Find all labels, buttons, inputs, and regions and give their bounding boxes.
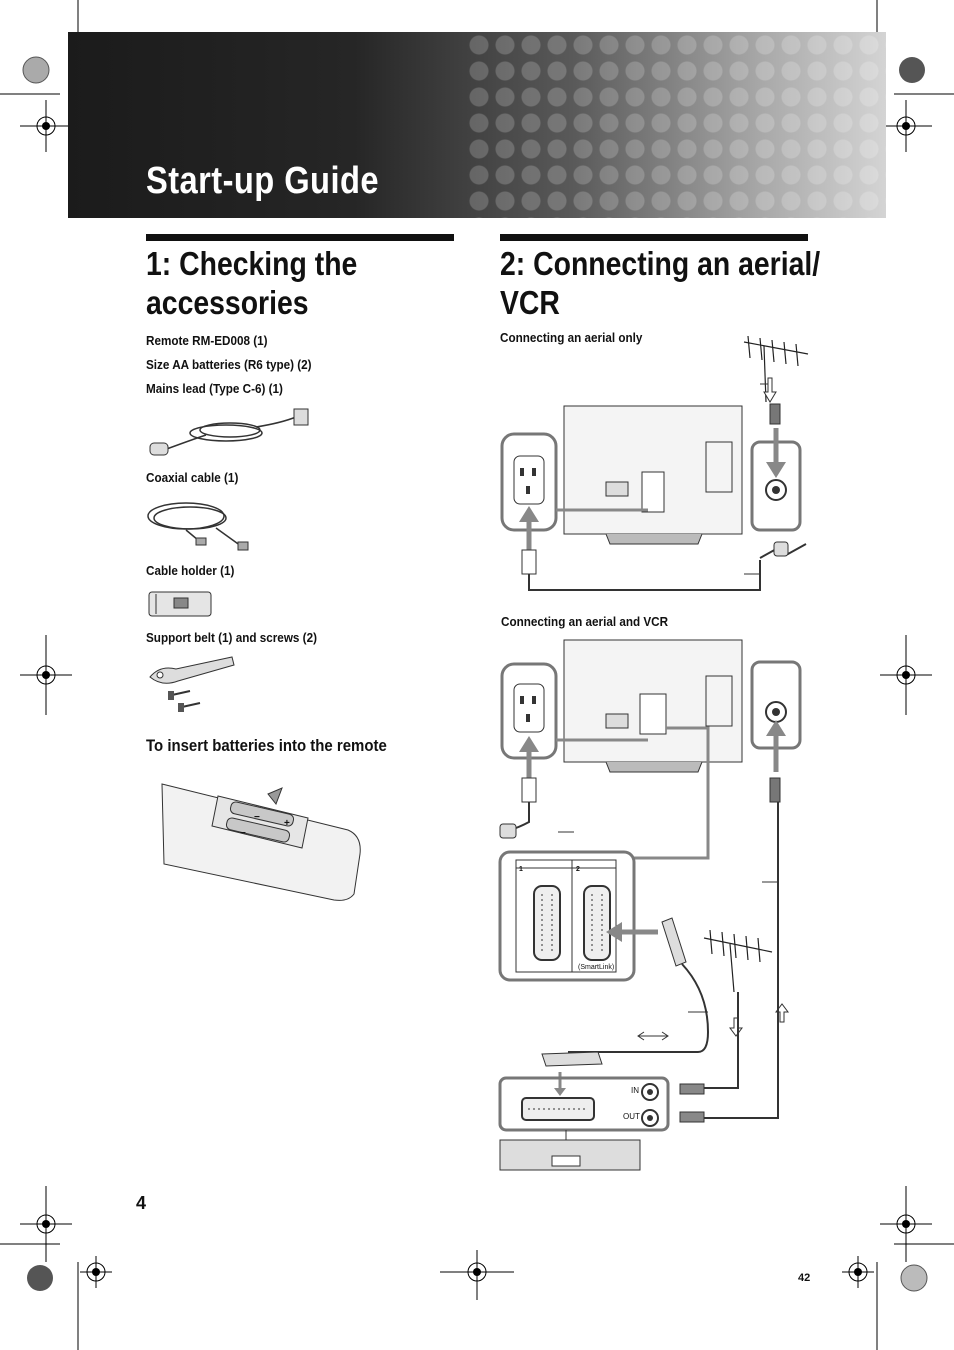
section2-title-line2: VCR xyxy=(500,284,560,321)
support-belt-illustration xyxy=(149,656,235,712)
cable-holder-illustration xyxy=(148,591,212,617)
accessory-cable-holder: Cable holder (1) xyxy=(146,563,235,578)
aerial-only-diagram xyxy=(500,335,809,591)
scart-panel xyxy=(498,850,636,982)
batteries-heading: To insert batteries into the remote xyxy=(146,736,387,755)
aerial-vcr-diagram xyxy=(498,639,802,1171)
coaxial-cable-illustration xyxy=(147,502,249,551)
accessory-batteries: Size AA batteries (R6 type) (2) xyxy=(146,357,312,372)
accessory-mains-lead: Mains lead (Type C-6) (1) xyxy=(146,381,283,396)
vcr-out-label: OUT xyxy=(623,1112,640,1121)
tv-rear-panel xyxy=(563,639,743,773)
header-banner xyxy=(68,32,886,218)
accessory-coaxial-cable: Coaxial cable (1) xyxy=(146,470,239,485)
caption-aerial-vcr: Connecting an aerial and VCR xyxy=(501,614,669,629)
tv-rear-panel xyxy=(563,405,743,545)
scart-label-2: 2 xyxy=(576,866,580,873)
banner-dot-pattern xyxy=(466,32,886,218)
aerial-icon xyxy=(743,335,809,403)
section1-title-line1: 1: Checking the xyxy=(146,245,358,282)
folio-number: 42 xyxy=(798,1272,811,1284)
page-number: 4 xyxy=(136,1193,147,1213)
accessory-support-belt: Support belt (1) and screws (2) xyxy=(146,630,317,645)
scart-label-1: 1 xyxy=(519,866,523,873)
svg-text:−: − xyxy=(240,828,246,839)
caption-aerial-only: Connecting an aerial only xyxy=(500,330,643,345)
vcr-in-label: IN xyxy=(631,1086,639,1095)
mains-lead-illustration xyxy=(149,408,309,456)
smartlink-label: (SmartLink) xyxy=(578,964,615,971)
svg-text:+: + xyxy=(284,818,290,829)
section2-title-line1: 2: Connecting an aerial/ xyxy=(500,245,821,282)
svg-text:−: − xyxy=(254,812,260,823)
section2-rule xyxy=(500,234,808,241)
section1-rule xyxy=(146,234,454,241)
vcr-rear-panel xyxy=(498,1076,705,1132)
remote-battery-illustration: − + − xyxy=(161,783,361,901)
accessory-remote: Remote RM-ED008 (1) xyxy=(146,333,268,348)
page-title: Start-up Guide xyxy=(146,160,379,202)
section1-title-line2: accessories xyxy=(146,284,309,321)
